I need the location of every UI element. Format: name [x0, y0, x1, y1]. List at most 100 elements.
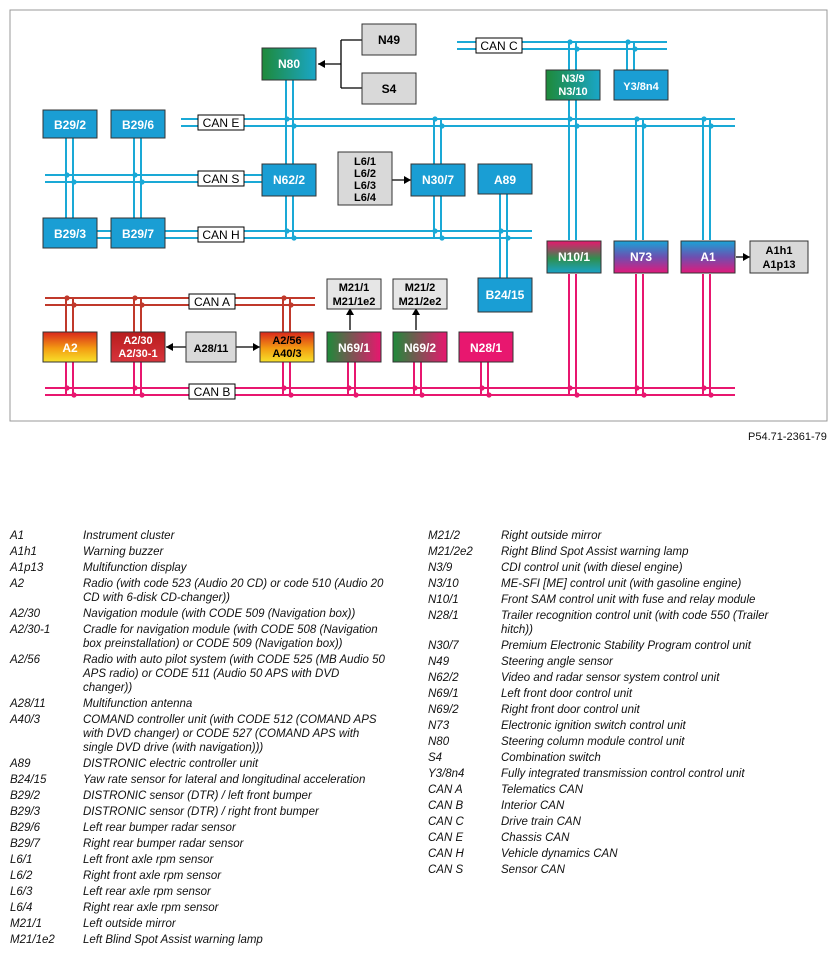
- legend-description: Radio (with code 523 (Audio 20 CD) or co…: [83, 578, 384, 604]
- module-a2: A2: [62, 341, 78, 355]
- legend-code: M21/1e2: [10, 934, 55, 946]
- module-b24-15: B24/15: [486, 288, 525, 302]
- legend-code: N3/9: [428, 562, 453, 574]
- legend-description: Right Blind Spot Assist warning lamp: [501, 546, 689, 558]
- module-l6-3: L6/3: [354, 180, 376, 192]
- legend-description: Right rear bumper radar sensor: [83, 838, 244, 850]
- module-m21-1: M21/1: [339, 282, 370, 294]
- legend-code: N69/2: [428, 704, 459, 716]
- module-a1h1: A1h1: [766, 245, 793, 257]
- module-n73: N73: [630, 250, 652, 264]
- legend-description: DISTRONIC electric controller unit: [83, 758, 259, 770]
- legend-description: Premium Electronic Stability Program con…: [501, 640, 751, 652]
- legend-description: Right rear axle rpm sensor: [83, 902, 219, 914]
- module-l6-1: L6/1: [354, 156, 376, 168]
- legend-description: Sensor CAN: [501, 864, 565, 876]
- can-c-label: CAN C: [480, 39, 518, 53]
- legend-code: Y3/8n4: [428, 768, 465, 780]
- legend-code: N10/1: [428, 594, 459, 606]
- can-a-bus: [45, 297, 315, 306]
- module-n80: N80: [278, 57, 300, 71]
- legend-description: Steering column module control unit: [501, 736, 685, 748]
- legend-code: CAN A: [428, 784, 463, 796]
- module-n3-10: N3/10: [558, 86, 587, 98]
- module-n10-1: N10/1: [558, 250, 590, 264]
- legend-code: A1h1: [10, 546, 37, 558]
- module-y3-8n4: Y3/8n4: [623, 81, 659, 93]
- legend-description: Navigation module (with CODE 509 (Naviga…: [83, 608, 356, 620]
- legend-code: A40/3: [10, 714, 41, 726]
- module-b29-6: B29/6: [122, 118, 154, 132]
- legend-description: Cradle for navigation module (with CODE …: [83, 624, 378, 650]
- legend-code: CAN C: [428, 816, 464, 828]
- module-n49: N49: [378, 33, 400, 47]
- legend-code: CAN S: [428, 864, 464, 876]
- legend-description: Left front axle rpm sensor: [83, 854, 214, 866]
- legend-description: Video and radar sensor system control un…: [501, 672, 720, 684]
- legend-row: A2/30 Navigation module (with CODE 509 (N…: [10, 607, 388, 621]
- legend-description: Left Blind Spot Assist warning lamp: [83, 934, 263, 946]
- module-l6-4: L6/4: [354, 192, 377, 204]
- module-n30-7: N30/7: [422, 173, 454, 187]
- module-m21-1e2: M21/1e2: [333, 296, 376, 308]
- legend-code: L6/3: [10, 886, 33, 898]
- can-e-label: CAN E: [203, 116, 240, 130]
- legend-code: B29/3: [10, 806, 41, 818]
- legend-description: Left rear axle rpm sensor: [83, 886, 211, 898]
- module-a1p13: A1p13: [762, 259, 795, 271]
- module-a2-30-1: A2/30-1: [118, 348, 157, 360]
- legend-row: B29/7 Right rear bumper radar sensor: [10, 837, 388, 851]
- can-network-diagram: CAN C CAN E CAN S CAN H CAN A CAN B B29/…: [9, 9, 828, 422]
- can-b-label: CAN B: [194, 385, 231, 399]
- legend-description: Multifunction display: [83, 562, 187, 574]
- module-n3-9: N3/9: [561, 73, 584, 85]
- legend-description: Left front door control unit: [501, 688, 633, 700]
- legend-description: Telematics CAN: [501, 784, 584, 796]
- module-b29-2: B29/2: [54, 118, 86, 132]
- legend-code: B29/2: [10, 790, 41, 802]
- legend-row: N49 Steering angle sensor: [428, 655, 788, 669]
- legend-code: A89: [10, 758, 31, 770]
- module-a1: A1: [700, 250, 716, 264]
- module-n28-1: N28/1: [470, 341, 502, 355]
- can-s-label: CAN S: [203, 172, 240, 186]
- legend-code: S4: [428, 752, 443, 764]
- legend-description: Warning buzzer: [83, 546, 164, 558]
- legend-row: N80 Steering column module control unit: [428, 735, 788, 749]
- module-a2-56: A2/56: [272, 335, 301, 347]
- legend-row: L6/3 Left rear axle rpm sensor: [10, 885, 388, 899]
- legend-description: Vehicle dynamics CAN: [501, 848, 618, 860]
- legend-description: Right front axle rpm sensor: [83, 870, 222, 882]
- legend-description: Steering angle sensor: [501, 656, 613, 668]
- legend-code: N80: [428, 736, 450, 748]
- legend-code: N69/1: [428, 688, 459, 700]
- module-m21-2: M21/2: [405, 282, 436, 294]
- module-a89: A89: [494, 173, 516, 187]
- legend-code: N49: [428, 656, 450, 668]
- can-a-label: CAN A: [194, 295, 230, 309]
- legend-code: N3/10: [428, 578, 459, 590]
- legend-description: Trailer recognition control unit (with c…: [501, 610, 769, 636]
- legend-description: Right front door control unit: [501, 704, 640, 716]
- legend-code: M21/1: [10, 918, 42, 930]
- legend-code: A2: [10, 578, 25, 590]
- legend-code: A2/30: [10, 608, 41, 620]
- legend-description: Interior CAN: [501, 800, 565, 812]
- legend-code: B29/7: [10, 838, 41, 850]
